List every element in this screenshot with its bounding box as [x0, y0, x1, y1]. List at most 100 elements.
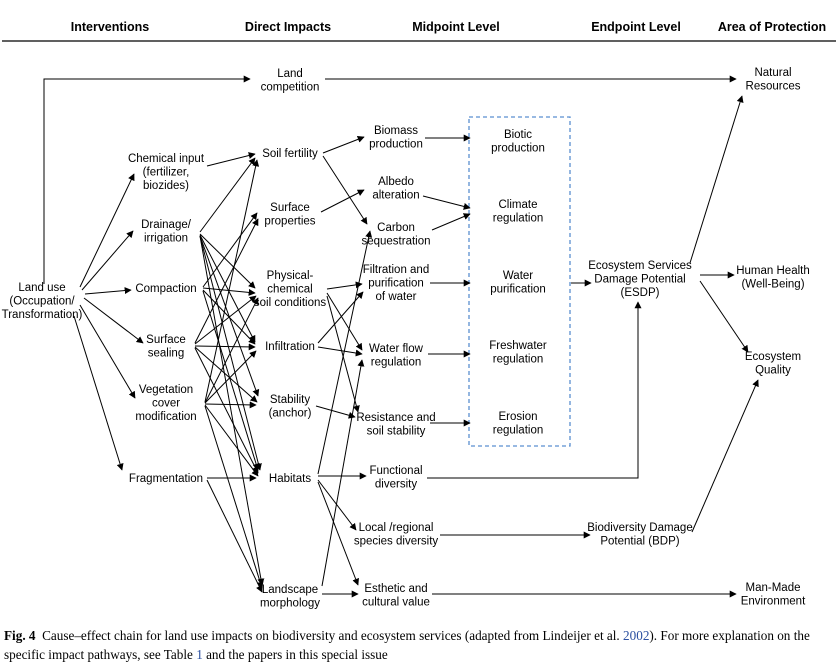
node-label-line: Biodiversity Damage [587, 522, 692, 534]
arrow-habitats-to-esthetic [317, 481, 359, 586]
node-label-line: species diversity [354, 536, 439, 548]
node-fragmentation: Fragmentation [129, 473, 203, 485]
arrow-landuse-to-fragmentation [73, 315, 124, 471]
arrow-functional-diversity-to-esdp [427, 301, 642, 479]
arrow-stability-to-resistance [315, 405, 356, 419]
node-label-line: Local /regional [359, 522, 434, 534]
arrow-landscape-to-water-flow [321, 359, 365, 587]
node-label-line: Infiltration [265, 341, 315, 353]
node-label-line: Potential (BDP) [600, 536, 679, 548]
arrow-infiltration-to-water-flow [317, 346, 363, 357]
arrow-physical-chemical-to-water-flow [326, 292, 363, 351]
node-freshwater-regulation: Freshwater regulation [489, 340, 547, 366]
node-label-line: sequestration [361, 236, 430, 248]
node-label-line: Transformation) [2, 309, 83, 321]
header-row: Interventions Direct Impacts Midpoint Le… [2, 20, 836, 42]
arrow-sealing-to-infiltration [194, 343, 256, 351]
node-soil-fertility: Soil fertility [262, 148, 318, 160]
arrow-drainage-to-landscape [199, 235, 265, 586]
node-label-line: Man-Made [746, 582, 801, 594]
citation-year-link[interactable]: 2002 [623, 628, 650, 643]
node-label-line: (Well-Being) [741, 279, 804, 291]
node-label-line: soil stability [367, 426, 426, 438]
arrow-habitats-to-carbon [317, 230, 373, 475]
node-label-line: Albedo [378, 176, 414, 188]
node-label-line: Environment [741, 596, 806, 608]
caption-label: Fig. 4 [4, 628, 36, 643]
node-label-line: purification [368, 278, 424, 290]
cause-effect-diagram: Interventions Direct Impacts Midpoint Le… [2, 20, 836, 610]
node-stability: Stability(anchor) [269, 394, 312, 420]
node-label-line: chemical [267, 284, 312, 296]
arrow-habitats-to-species-diversity [317, 479, 357, 531]
node-human-health: Human Health (Well-Being) [736, 265, 810, 291]
arrow-landuse-to-drainage [81, 230, 134, 291]
node-label-line: Human Health [736, 265, 810, 277]
caption-text-after: and the papers in this special issue [202, 647, 388, 662]
node-label-line: regulation [493, 354, 544, 366]
node-label-line: Freshwater [489, 340, 547, 352]
arrow-soil-fertility-to-biomass [322, 136, 365, 154]
node-label-line: Functional [369, 465, 422, 477]
arrow-drainage-to-physical-chemical [199, 233, 256, 289]
node-label-line: purification [490, 284, 546, 296]
node-label-line: Soil fertility [262, 148, 318, 160]
node-label-line: Erosion [499, 411, 538, 423]
arrow-esdp-to-natural-resources [689, 95, 744, 264]
node-water-purification: Water purification [490, 270, 546, 296]
node-label-line: of water [376, 291, 417, 303]
node-label-line: production [491, 143, 545, 155]
arrow-sealing-to-stability [194, 346, 258, 403]
node-label-line: Ecosystem Services [588, 260, 692, 272]
node-label-line: properties [264, 216, 315, 228]
arrow-connections [43, 75, 759, 598]
caption-text-middle: ). For more explanation on the specific … [4, 628, 810, 662]
arrow-carbon-to-climate [431, 213, 471, 231]
arrow-fragmentation-to-landscape [206, 479, 263, 593]
arrow-compaction-to-surface-properties [202, 212, 258, 288]
node-label-line: Filtration and [363, 264, 429, 276]
node-surface-sealing: Surface sealing [146, 334, 186, 360]
arrow-drainage-to-stability [199, 235, 260, 397]
node-label-line: Habitats [269, 473, 311, 485]
node-label-line: Surface [146, 334, 186, 346]
node-label-line: Stability [270, 394, 311, 406]
node-label-line: Resources [746, 81, 801, 93]
node-label-line: alteration [372, 190, 419, 202]
header-interventions: Interventions [71, 20, 150, 34]
node-label-line: Water [503, 270, 533, 282]
node-label-line: regulation [371, 357, 422, 369]
arrow-vegetation-to-landscape [204, 405, 264, 589]
arrow-physical-chemical-to-resistance [326, 295, 360, 413]
arrow-albedo-to-climate [422, 195, 471, 210]
node-label-line: production [369, 139, 423, 151]
node-chemical-input: Chemical input(fertilizer,biozides) [128, 153, 205, 192]
node-label-line: Esthetic and [364, 583, 427, 595]
node-label-line: Vegetation [139, 384, 193, 396]
node-label-line: Drainage/ [141, 219, 192, 231]
node-label-line: sealing [148, 348, 184, 360]
table-link[interactable]: 1 [196, 647, 203, 662]
header-area-of-protection: Area of Protection [718, 20, 826, 34]
node-label-line: regulation [493, 213, 544, 225]
header-midpoint-level: Midpoint Level [412, 20, 500, 34]
arrow-vegetation-to-physical-chemical [204, 297, 259, 404]
node-label-line: competition [261, 82, 320, 94]
arrow-landuse-to-chemical [79, 173, 135, 288]
node-label-line: morphology [260, 598, 320, 610]
arrow-landuse-to-sealing [83, 297, 144, 344]
node-drainage: Drainage/irrigation [141, 219, 192, 245]
node-label-line: Biomass [374, 125, 418, 137]
